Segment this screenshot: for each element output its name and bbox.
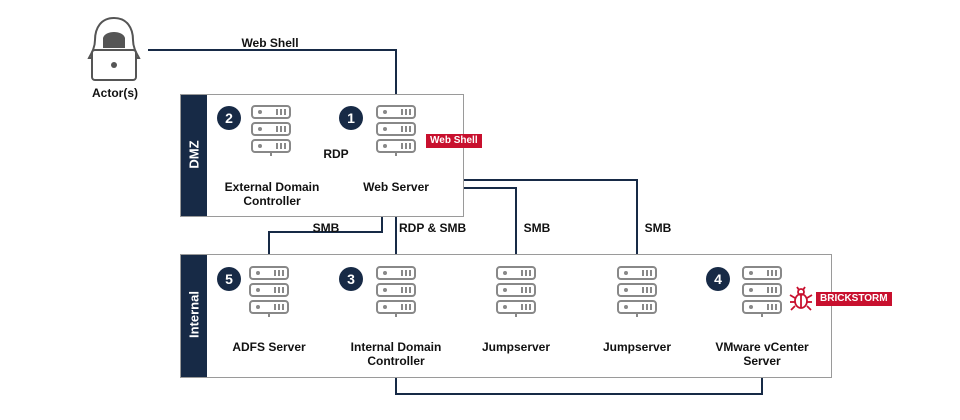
edge-internal-dc-to-vcenter <box>395 368 766 395</box>
vcenter-label-line2: Server <box>743 354 781 368</box>
web-server-icon <box>376 105 416 156</box>
external-dc-server-icon <box>251 105 291 156</box>
edge-label-smb-jump-b: SMB <box>644 221 672 235</box>
edge-actor-to-web-server <box>148 49 400 104</box>
dmz-zone-bar: DMZ <box>181 95 207 216</box>
step-badge-internal-dc: 3 <box>339 267 363 291</box>
dmz-zone-title: DMZ <box>186 140 202 169</box>
step-badge-external-dc: 2 <box>217 106 241 130</box>
brickstorm-tag: BRICKSTORM <box>816 292 892 306</box>
step-badge-web-server: 1 <box>339 106 363 130</box>
jumpserver-a-icon <box>496 266 536 317</box>
vcenter-server-icon <box>742 266 782 317</box>
adfs-label: ADFS Server <box>232 340 306 354</box>
internal-dc-server-icon <box>376 266 416 317</box>
actor-label: Actor(s) <box>91 86 138 100</box>
bug-icon <box>789 286 813 311</box>
jumpserver-b-icon <box>617 266 657 317</box>
hacker-icon <box>87 16 141 81</box>
web-shell-tag: Web Shell <box>426 134 482 148</box>
jumpserver-a-label: Jumpserver <box>481 340 551 354</box>
internal-dc-label-line2: Controller <box>367 354 425 368</box>
internal-dc-label-line1: Internal Domain <box>350 340 442 354</box>
adfs-server-icon <box>249 266 289 317</box>
web-server-label: Web Server <box>363 180 429 194</box>
step-badge-adfs: 5 <box>217 267 241 291</box>
edge-label-smb-jump-a: SMB <box>523 221 551 235</box>
external-dc-label-line2: Controller <box>243 194 301 208</box>
edge-label-rdp-smb: RDP & SMB <box>399 221 467 235</box>
edge-label-web-shell: Web Shell <box>241 36 299 50</box>
external-dc-label-line1: External Domain <box>224 180 320 194</box>
edge-label-rdp: RDP <box>323 147 349 161</box>
edge-web-server-to-jumpserver-b <box>430 179 641 264</box>
step-badge-vcenter: 4 <box>706 267 730 291</box>
internal-zone-title: Internal <box>186 291 202 338</box>
internal-zone-bar: Internal <box>181 255 207 377</box>
jumpserver-b-label: Jumpserver <box>602 340 672 354</box>
vcenter-label-line1: VMware vCenter <box>715 340 809 354</box>
edge-label-smb-adfs: SMB <box>312 221 340 235</box>
